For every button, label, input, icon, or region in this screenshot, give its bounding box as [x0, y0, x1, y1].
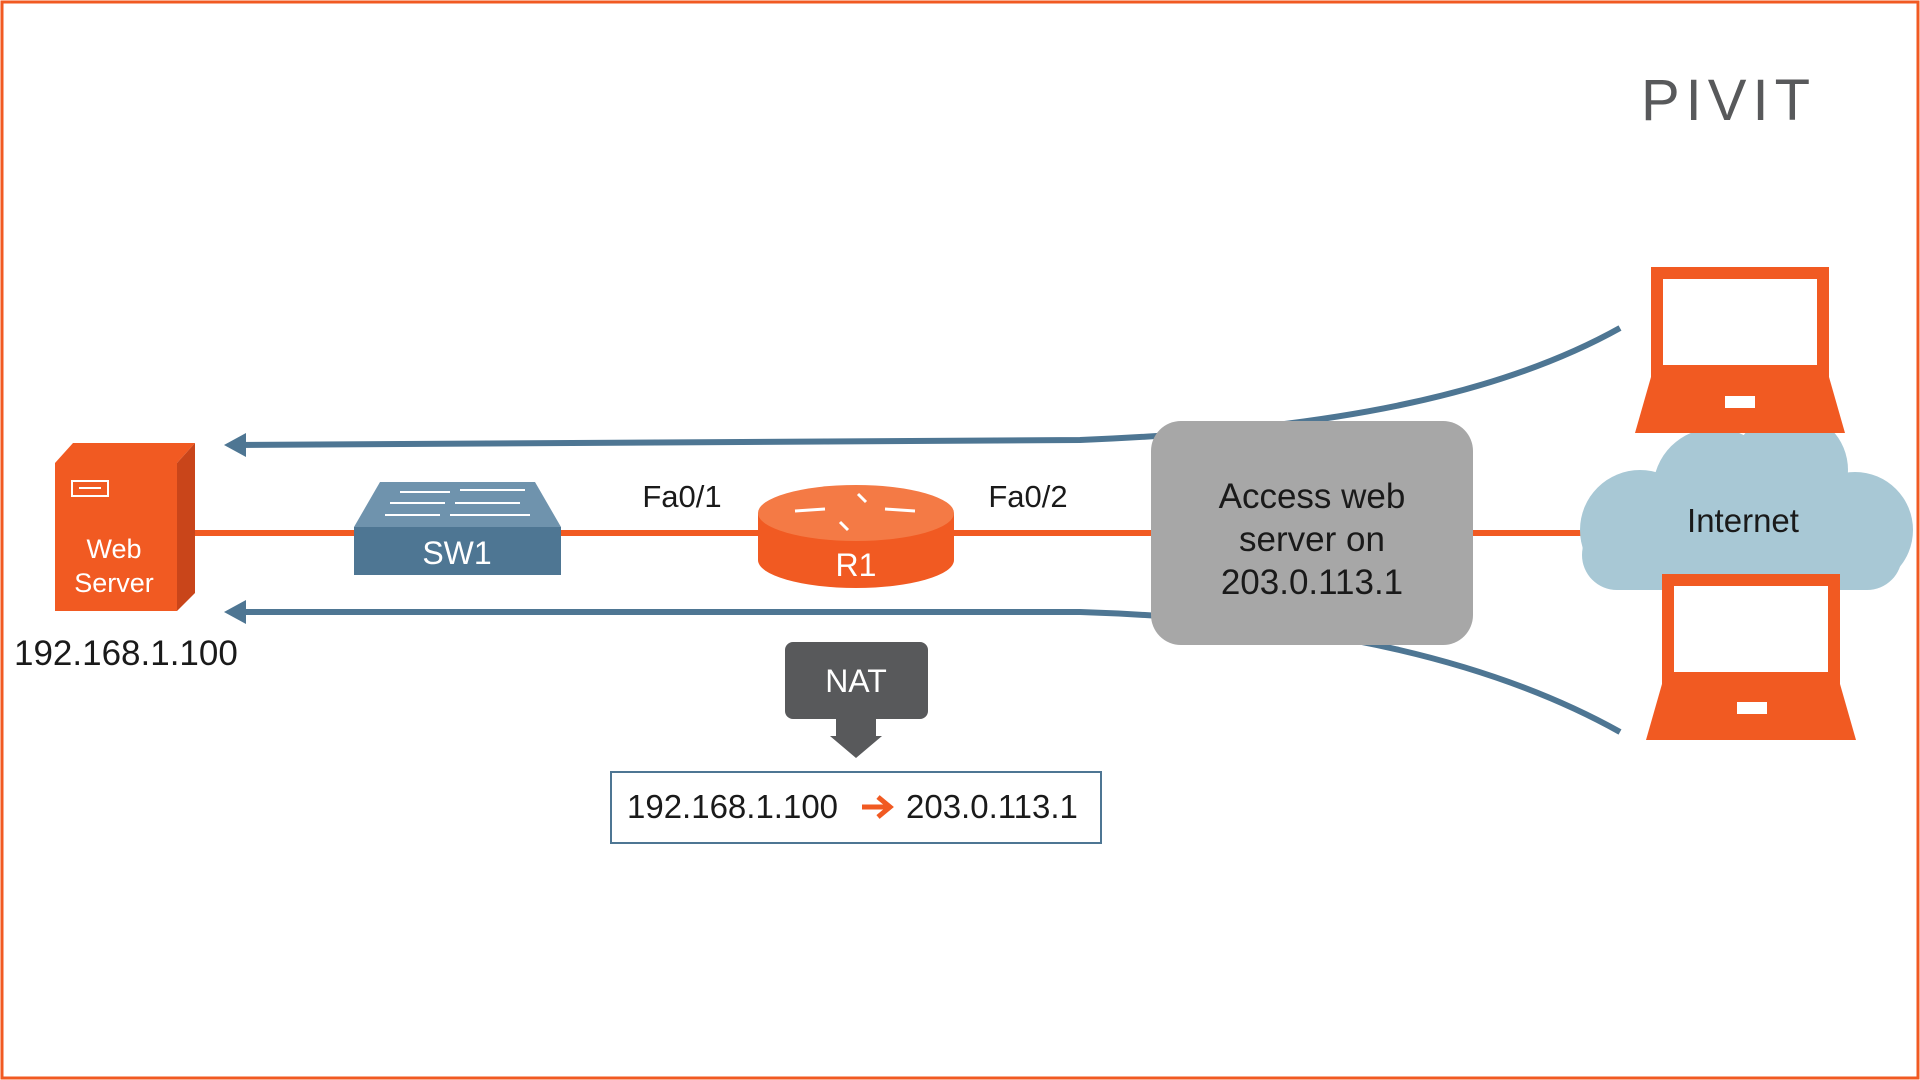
- access-box-line1: Access web: [1219, 477, 1406, 516]
- web-server-label-line2: Server: [74, 568, 154, 598]
- right-arrow-icon: [862, 795, 894, 819]
- arrowhead-bottom: [224, 600, 246, 624]
- switch-icon: [354, 482, 561, 575]
- router-icon: [758, 485, 954, 588]
- pivit-logo: PIVIT: [1641, 68, 1816, 133]
- cloud-label: Internet: [1687, 502, 1799, 539]
- web-server-label-line1: Web: [86, 534, 141, 564]
- access-box-line3: 203.0.113.1: [1221, 563, 1403, 602]
- nat-down-arrow-icon: [830, 719, 882, 758]
- nat-translation-box: [610, 771, 1102, 844]
- server-icon: [55, 443, 195, 611]
- router-label: R1: [836, 547, 877, 583]
- interface-fa02-label: Fa0/2: [988, 479, 1067, 514]
- web-server-ip: 192.168.1.100: [14, 634, 238, 673]
- laptop-icon: [1646, 574, 1856, 740]
- access-box-line2: server on: [1239, 520, 1385, 559]
- arrowhead-top: [224, 433, 246, 457]
- nat-to-ip: 203.0.113.1: [906, 788, 1078, 825]
- switch-label: SW1: [422, 535, 491, 571]
- nat-box: [785, 642, 928, 719]
- interface-fa01-label: Fa0/1: [642, 479, 721, 514]
- nat-from-ip: 192.168.1.100: [627, 788, 838, 825]
- nat-label: NAT: [825, 663, 887, 699]
- cloud-icon: [1580, 412, 1913, 590]
- laptop-icon: [1635, 267, 1845, 433]
- access-web-server-box: [1151, 421, 1473, 645]
